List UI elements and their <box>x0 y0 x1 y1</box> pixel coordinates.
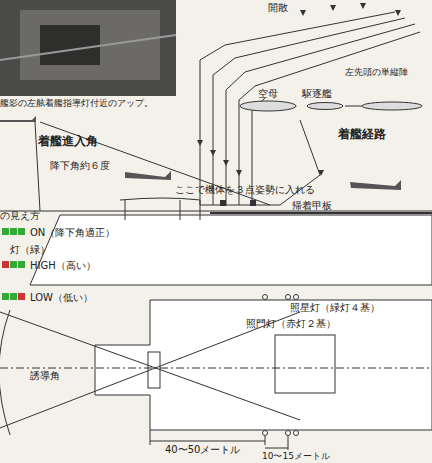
label: ここで機体を３点姿勢に入れる <box>175 184 315 195</box>
ship-icon <box>362 102 422 110</box>
label: 駆逐艦 <box>302 88 332 99</box>
aircraft-side <box>0 116 401 190</box>
label: 開散 <box>268 2 288 13</box>
carrier-top <box>95 300 432 430</box>
photo-detail <box>20 10 160 80</box>
photo-detail <box>0 35 176 60</box>
flight-deck <box>210 212 432 214</box>
guide-line <box>0 312 300 428</box>
label: 着艦経路 <box>338 128 386 141</box>
carrier-hull <box>30 215 432 285</box>
label: 降下角約６度 <box>50 160 110 171</box>
carrier-icon <box>240 101 296 111</box>
label: 空母 <box>258 88 278 99</box>
photo <box>0 0 176 96</box>
label: 照門灯（赤灯２基） <box>246 318 336 329</box>
photo-detail <box>40 25 100 65</box>
deck-lamps <box>263 295 299 436</box>
path-line <box>345 106 362 107</box>
angle-arc <box>0 310 10 435</box>
label: 左先頭の単縦陣 <box>345 68 408 78</box>
label: 40〜50メートル <box>165 444 240 455</box>
label: 灯（緑） <box>10 244 50 255</box>
destroyer-icon <box>307 103 343 110</box>
label: 照星灯（緑灯４基） <box>290 302 380 313</box>
horizon-line <box>0 211 432 212</box>
label: LOW（低い） <box>30 292 93 303</box>
label: の見え方 <box>0 210 40 221</box>
label: 艦影の左舷着艦指導灯付近のアップ。 <box>0 99 153 109</box>
label: ON（降下角適正） <box>30 227 115 238</box>
bow-deck <box>120 198 200 220</box>
label: 誘導角 <box>30 370 60 381</box>
label: 着艦進入角 <box>38 135 98 148</box>
label: HIGH（高い） <box>30 260 96 271</box>
center-line <box>0 368 432 369</box>
elevator <box>275 335 335 393</box>
label: 10〜15メートル <box>262 452 330 462</box>
label: 帰着甲板 <box>292 200 332 211</box>
lamp-indicator <box>2 228 25 300</box>
